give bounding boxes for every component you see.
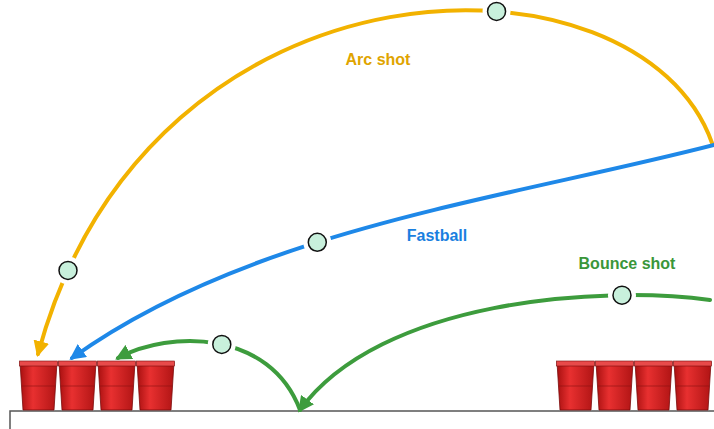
cup	[98, 361, 136, 410]
cup	[557, 361, 595, 410]
shot-label: Bounce shot	[576, 254, 679, 273]
ball	[608, 281, 636, 309]
ball	[208, 330, 236, 358]
ball	[54, 256, 82, 284]
shot-label: Arc shot	[343, 50, 414, 69]
fastball-trajectory	[72, 145, 714, 358]
arc-trajectory	[38, 10, 712, 354]
table-line	[10, 411, 714, 429]
bounce-trajectory	[118, 341, 300, 410]
cup	[674, 361, 712, 410]
cup	[20, 361, 58, 410]
bounce-trajectory	[300, 295, 710, 410]
cup	[59, 361, 97, 410]
cup	[635, 361, 673, 410]
ball	[303, 228, 331, 256]
cup	[137, 361, 175, 410]
cup	[596, 361, 634, 410]
ball	[483, 0, 511, 25]
shot-label: Fastball	[404, 226, 470, 245]
